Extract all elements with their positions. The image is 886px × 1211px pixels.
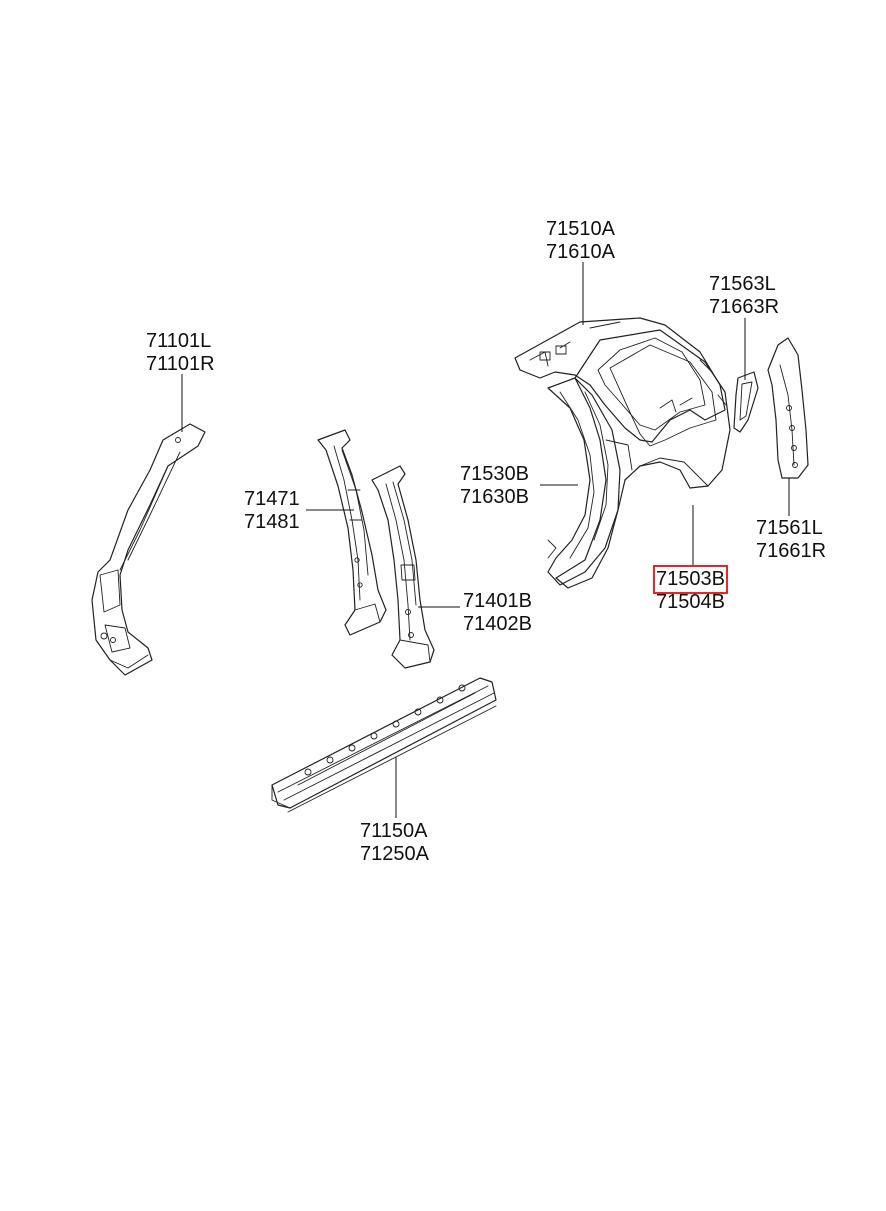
roof-quarter-part[interactable] — [514, 317, 726, 443]
part-number: 71530B — [460, 463, 529, 485]
part-label-side-sill[interactable]: 71150A 71250A — [360, 820, 429, 866]
part-label-quarter-panel[interactable]: 71503B 71504B — [653, 565, 728, 614]
part-number: 71510A — [546, 218, 615, 240]
center-pillar-outer-part[interactable] — [371, 465, 435, 669]
part-label-front-pillar[interactable]: 71101L 71101R — [146, 330, 215, 376]
part-number: 71401B — [463, 590, 532, 612]
wheel-house-part[interactable] — [547, 377, 621, 586]
part-number: 71661R — [756, 540, 827, 562]
part-label-center-pillar-inner[interactable]: 71471 71481 — [244, 488, 300, 534]
part-number: 71630B — [460, 486, 529, 508]
quarter-panel-part[interactable] — [555, 329, 731, 589]
center-pillar-inner-part[interactable] — [317, 429, 387, 636]
part-label-center-pillar-outer[interactable]: 71401B 71402B — [463, 590, 532, 636]
part-number: 71481 — [244, 511, 300, 533]
part-number: 71101L — [146, 330, 212, 352]
front-pillar-part[interactable] — [91, 423, 206, 676]
part-label-wheel-house[interactable]: 71530B 71630B — [460, 463, 529, 509]
part-label-rear-pillar[interactable]: 71561L 71661R — [756, 517, 826, 563]
part-number: 71250A — [360, 843, 429, 865]
rear-pillar-part[interactable] — [767, 337, 809, 479]
part-number: 71563L — [709, 273, 776, 295]
part-label-quarter-extension[interactable]: 71563L 71663R — [709, 273, 779, 319]
part-number: 71150A — [360, 820, 428, 842]
part-number: 71402B — [463, 613, 532, 635]
part-number: 71504B — [656, 591, 725, 613]
side-sill-part[interactable] — [271, 677, 497, 813]
quarter-extension-part[interactable] — [733, 371, 759, 433]
part-label-roof-quarter[interactable]: 71510A 71610A — [546, 218, 615, 264]
part-number: 71471 — [244, 488, 300, 510]
part-number: 71561L — [756, 517, 823, 539]
part-number: 71663R — [709, 296, 780, 318]
part-number: 71610A — [546, 241, 615, 263]
part-number: 71101R — [146, 353, 215, 375]
part-number-highlighted: 71503B — [653, 565, 728, 594]
